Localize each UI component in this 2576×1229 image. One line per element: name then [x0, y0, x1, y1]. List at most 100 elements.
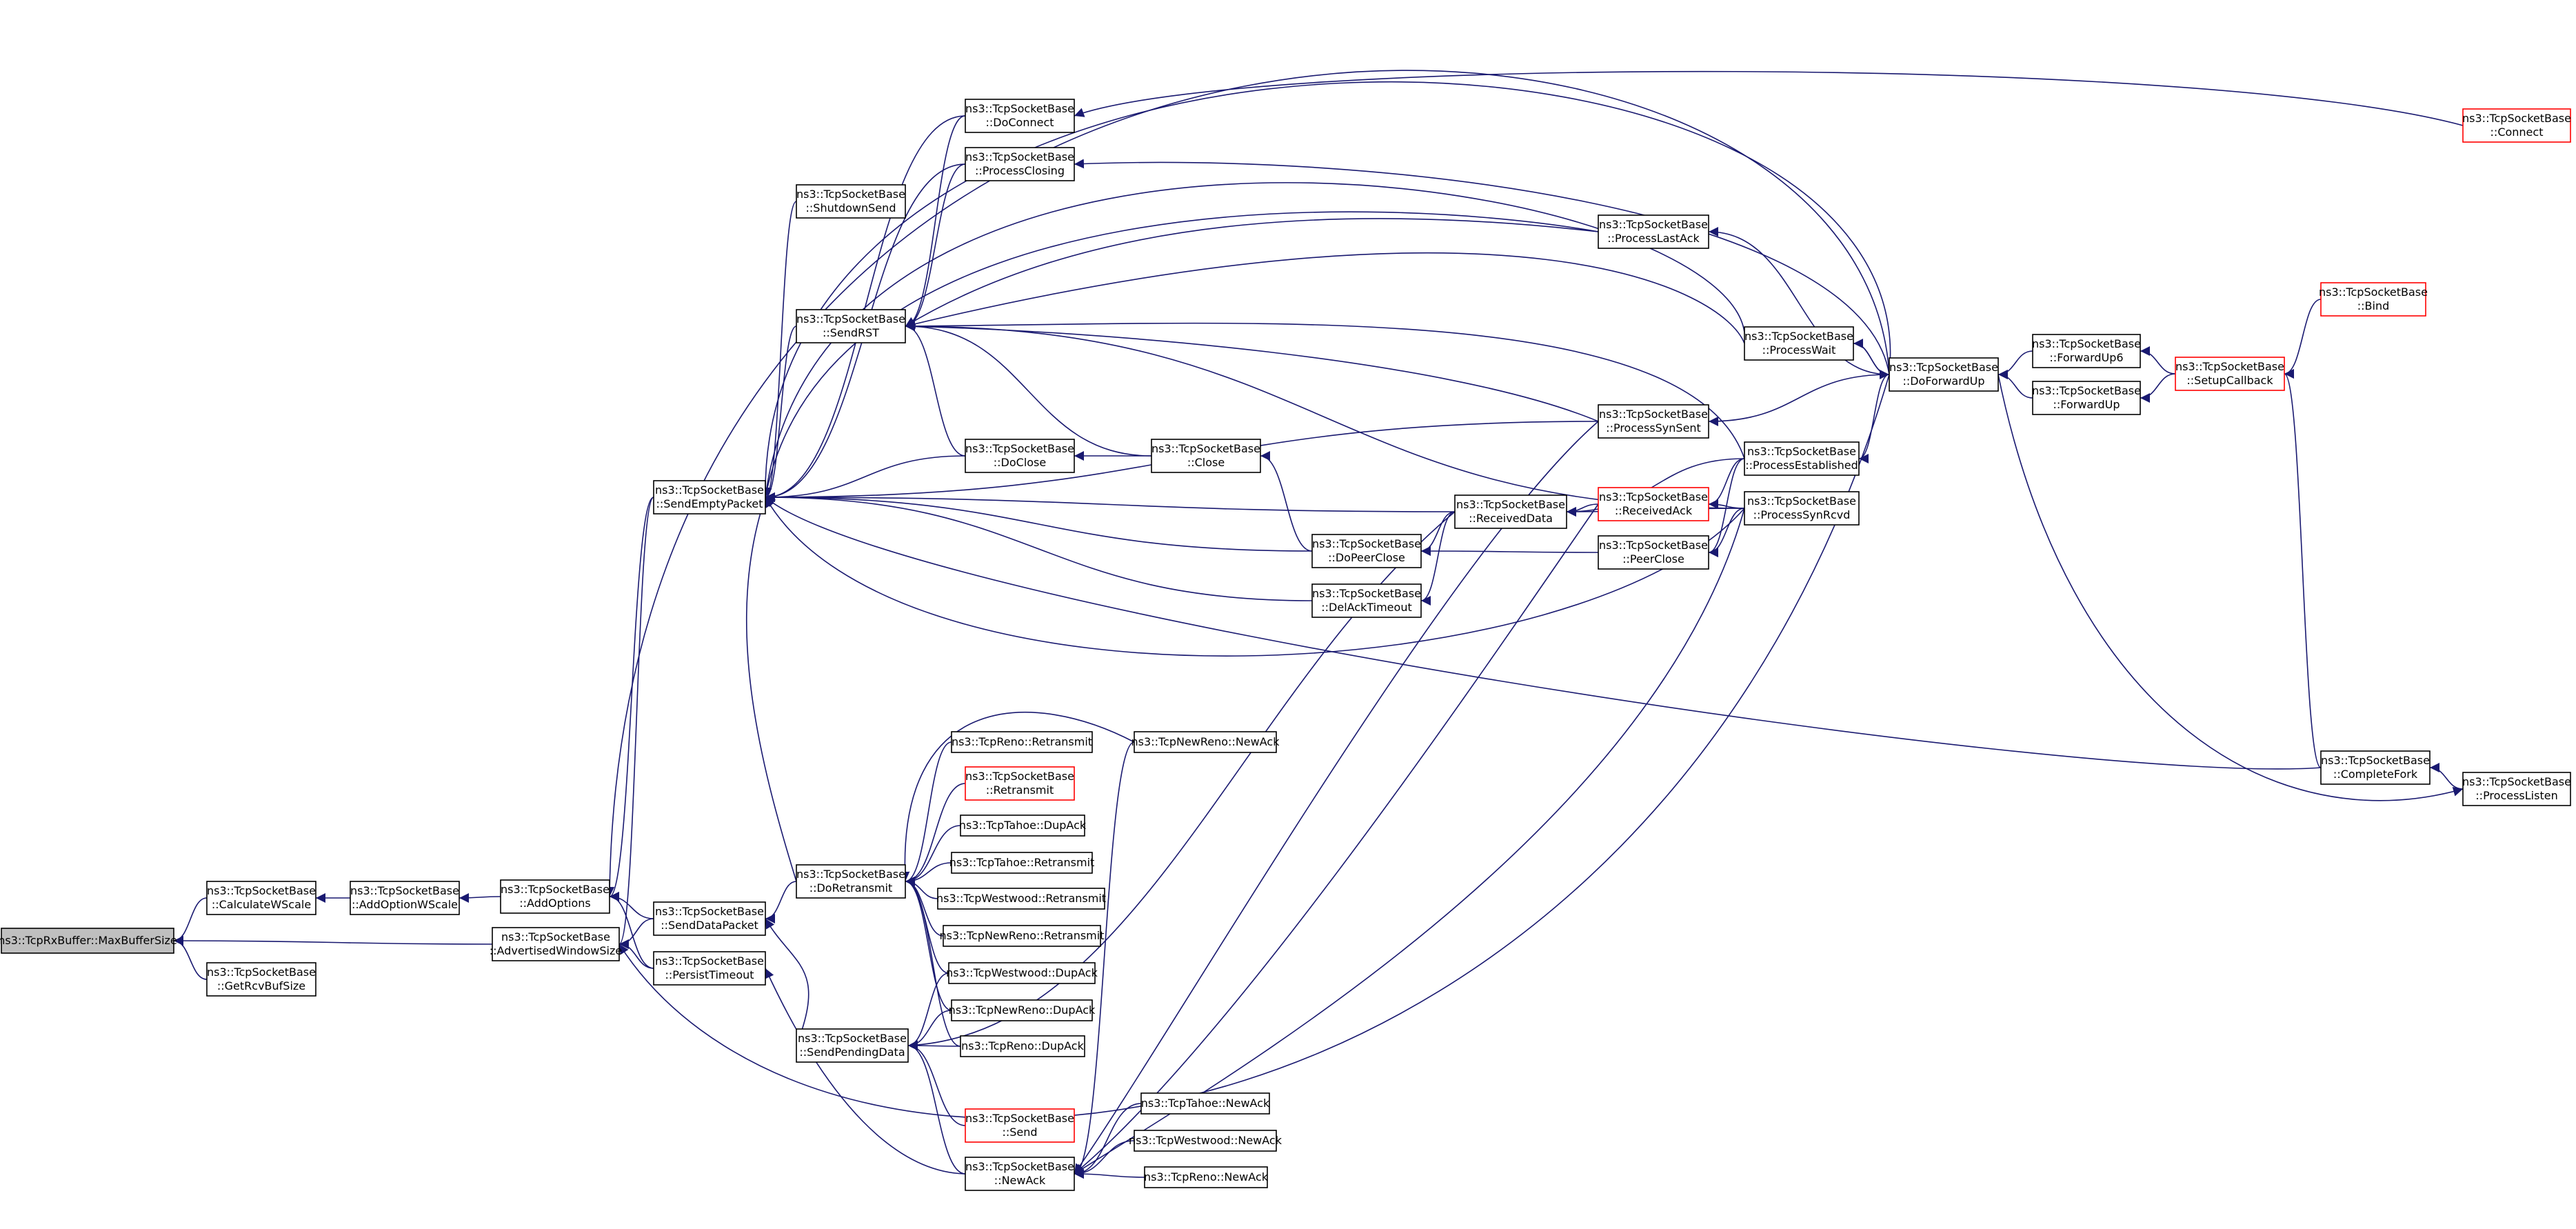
edge-doforwardup-to-sendemptypacket [760, 81, 1891, 498]
node-label: ::Bind [2357, 299, 2390, 312]
node-box [500, 879, 610, 914]
node-label: ns3::TcpReno::Retransmit [952, 735, 1092, 748]
graph-node-getrcvbufsize[interactable]: ns3::TcpSocketBase::GetRcvBufSize [206, 962, 316, 997]
graph-node-newrenonewack[interactable]: ns3::TcpNewReno::NewAck [1131, 731, 1280, 753]
node-box [796, 184, 906, 219]
graph-node-addoptionwscale[interactable]: ns3::TcpSocketBase::AddOptionWScale [350, 881, 460, 915]
node-label: ns3::TcpSocketBase [1312, 587, 1421, 600]
graph-node-tahoedupack[interactable]: ns3::TcpTahoe::DupAck [959, 815, 1087, 837]
edge-doconnect-to-sendrst [905, 115, 966, 331]
node-box [1134, 1130, 1277, 1152]
graph-node-newrenoretransmit[interactable]: ns3::TcpNewReno::Retransmit [940, 925, 1105, 947]
edge-tahoeretransmit-to-doretransmit [905, 862, 952, 886]
edge-bind-to-setupcallback [2284, 299, 2322, 379]
graph-node-addoptions[interactable]: ns3::TcpSocketBase::AddOptions [500, 879, 610, 914]
graph-node-send[interactable]: ns3::TcpSocketBase::Send [965, 1108, 1075, 1143]
graph-node-newack[interactable]: ns3::TcpSocketBase::NewAck [965, 1157, 1075, 1191]
node-box [206, 962, 316, 997]
graph-node-doretransmit[interactable]: ns3::TcpSocketBase::DoRetransmit [796, 864, 906, 899]
graph-node-peerclose[interactable]: ns3::TcpSocketBase::PeerClose [1598, 535, 1709, 570]
graph-node-close[interactable]: ns3::TcpSocketBase::Close [1151, 439, 1261, 473]
graph-node-shutdownsend[interactable]: ns3::TcpSocketBase::ShutdownSend [796, 184, 906, 219]
edge-doconnect-to-sendemptypacket [765, 115, 966, 502]
edge-receiveddata-to-dopeerclose [1420, 511, 1456, 556]
graph-node-processsynsent[interactable]: ns3::TcpSocketBase::ProcessSynSent [1598, 404, 1709, 439]
node-box [965, 439, 1075, 473]
graph-node-forwardup[interactable]: ns3::TcpSocketBase::ForwardUp [2032, 381, 2141, 415]
graph-node-dopeerclose[interactable]: ns3::TcpSocketBase::DoPeerClose [1311, 534, 1422, 568]
node-label: ns3::TcpSocketBase [965, 102, 1074, 115]
edge-newack-to-persisttimeout [765, 968, 966, 1175]
edge-processestablished-to-receivedack [1708, 458, 1745, 509]
graph-node-connect[interactable]: ns3::TcpSocketBase::Connect [2462, 108, 2571, 143]
node-box [796, 309, 906, 343]
graph-node-maxbuffersize[interactable]: ns3::TcpRxBuffer::MaxBufferSize [0, 928, 177, 954]
node-label: ::ReceivedAck [1615, 504, 1693, 517]
edge-send-to-sendpendingdata [907, 1041, 966, 1126]
graph-node-receivedack[interactable]: ns3::TcpSocketBase::ReceivedAck [1598, 487, 1709, 521]
node-label: ns3::TcpSocketBase [1599, 218, 1708, 231]
graph-node-delacktimeout[interactable]: ns3::TcpSocketBase::DelAckTimeout [1311, 583, 1422, 618]
graph-node-sendemptypacket[interactable]: ns3::TcpSocketBase::SendEmptyPacket [653, 480, 766, 514]
node-box [965, 99, 1075, 133]
graph-node-senddatapacket[interactable]: ns3::TcpSocketBase::SendDataPacket [653, 901, 766, 936]
graph-node-sendpendingdata[interactable]: ns3::TcpSocketBase::SendPendingData [796, 1028, 909, 1063]
edge-processwait-to-sendrst [905, 252, 1745, 344]
edge-processsynrcvd-to-sendemptypacket [765, 497, 1745, 657]
node-box [960, 815, 1085, 837]
graph-node-sendrst[interactable]: ns3::TcpSocketBase::SendRST [796, 309, 906, 343]
node-box [943, 925, 1101, 947]
graph-node-calculatewscale[interactable]: ns3::TcpSocketBase::CalculateWScale [206, 881, 316, 915]
graph-node-doconnect[interactable]: ns3::TcpSocketBase::DoConnect [965, 99, 1075, 133]
node-label: ns3::TcpSocketBase [2462, 112, 2571, 125]
edge-processestablished-to-sendrst [905, 321, 1745, 459]
graph-node-renodupack[interactable]: ns3::TcpReno::DupAck [960, 1035, 1085, 1057]
graph-node-setupcallback[interactable]: ns3::TcpSocketBase::SetupCallback [2175, 357, 2285, 391]
graph-node-processsynrcvd[interactable]: ns3::TcpSocketBase::ProcessSynRcvd [1744, 491, 1860, 526]
graph-node-renoretransmit[interactable]: ns3::TcpReno::Retransmit [951, 731, 1093, 753]
graph-node-bind[interactable]: ns3::TcpSocketBase::Bind [2319, 282, 2428, 317]
node-label: ::ProcessClosing [975, 164, 1065, 177]
node-label: ns3::TcpSocketBase [965, 150, 1074, 163]
node-label: ::SendEmptyPacket [656, 497, 763, 510]
edge-delacktimeout-to-sendemptypacket [765, 492, 1313, 601]
node-box [1140, 1092, 1270, 1115]
node-label: ns3::TcpReno::DupAck [961, 1039, 1084, 1052]
edge-processlastack-to-sendrst [905, 218, 1599, 327]
graph-node-advertisedwindowsize[interactable]: ns3::TcpSocketBase::AdvertisedWindowSize [490, 927, 622, 961]
graph-node-completefork[interactable]: ns3::TcpSocketBase::CompleteFork [2320, 750, 2431, 785]
graph-node-persisttimeout[interactable]: ns3::TcpSocketBase::PersistTimeout [653, 951, 766, 986]
graph-node-forwardup6[interactable]: ns3::TcpSocketBase::ForwardUp6 [2032, 334, 2141, 368]
edge-doforwardup-to-processlisten [1998, 374, 2464, 801]
graph-node-newrenodupack[interactable]: ns3::TcpNewReno::DupAck [949, 999, 1096, 1021]
graph-node-westwoodretransmit[interactable]: ns3::TcpWestwood::Retransmit [936, 888, 1106, 910]
graph-node-processlisten[interactable]: ns3::TcpSocketBase::ProcessListen [2462, 772, 2571, 806]
graph-node-tahoeretransmit[interactable]: ns3::TcpTahoe::Retransmit [949, 852, 1095, 874]
node-box [965, 147, 1075, 181]
node-label: ::GetRcvBufSize [217, 979, 305, 992]
graph-node-renonewack[interactable]: ns3::TcpReno::NewAck [1144, 1166, 1269, 1188]
graph-node-doclose[interactable]: ns3::TcpSocketBase::DoClose [965, 439, 1075, 473]
node-label: ns3::TcpSocketBase [207, 966, 316, 979]
graph-node-basereretransmit[interactable]: ns3::TcpSocketBase::Retransmit [965, 766, 1075, 801]
node-label: ::DoConnect [985, 116, 1054, 129]
graph-node-processlastack[interactable]: ns3::TcpSocketBase::ProcessLastAck [1598, 214, 1709, 249]
graph-node-tahoenewack[interactable]: ns3::TcpTahoe::NewAck [1140, 1092, 1270, 1115]
graph-node-doforwardup[interactable]: ns3::TcpSocketBase::DoForwardUp [1889, 357, 1999, 392]
graph-node-westwoodnewack[interactable]: ns3::TcpWestwood::NewAck [1129, 1130, 1282, 1152]
edge-newrenonewack-to-newack [1074, 741, 1135, 1179]
graph-node-processclosing[interactable]: ns3::TcpSocketBase::ProcessClosing [965, 147, 1075, 181]
edge-forwardup-to-doforwardup [1998, 370, 2033, 399]
node-box [2462, 772, 2571, 806]
node-label: ::ReceivedData [1469, 512, 1553, 525]
node-label: ns3::TcpSocketBase [350, 884, 459, 897]
node-label: ns3::TcpSocketBase [655, 483, 764, 497]
graph-node-processwait[interactable]: ns3::TcpSocketBase::ProcessWait [1744, 326, 1854, 361]
graph-node-receiveddata[interactable]: ns3::TcpSocketBase::ReceivedData [1454, 494, 1567, 529]
node-box [1598, 487, 1709, 521]
graph-node-westwooddupack[interactable]: ns3::TcpWestwood::DupAck [946, 962, 1098, 984]
node-label: ns3::TcpSocketBase [2032, 384, 2141, 397]
edge-sendemptypacket-to-addoptions [609, 497, 654, 901]
graph-node-processestablished[interactable]: ns3::TcpSocketBase::ProcessEstablished [1744, 441, 1860, 476]
